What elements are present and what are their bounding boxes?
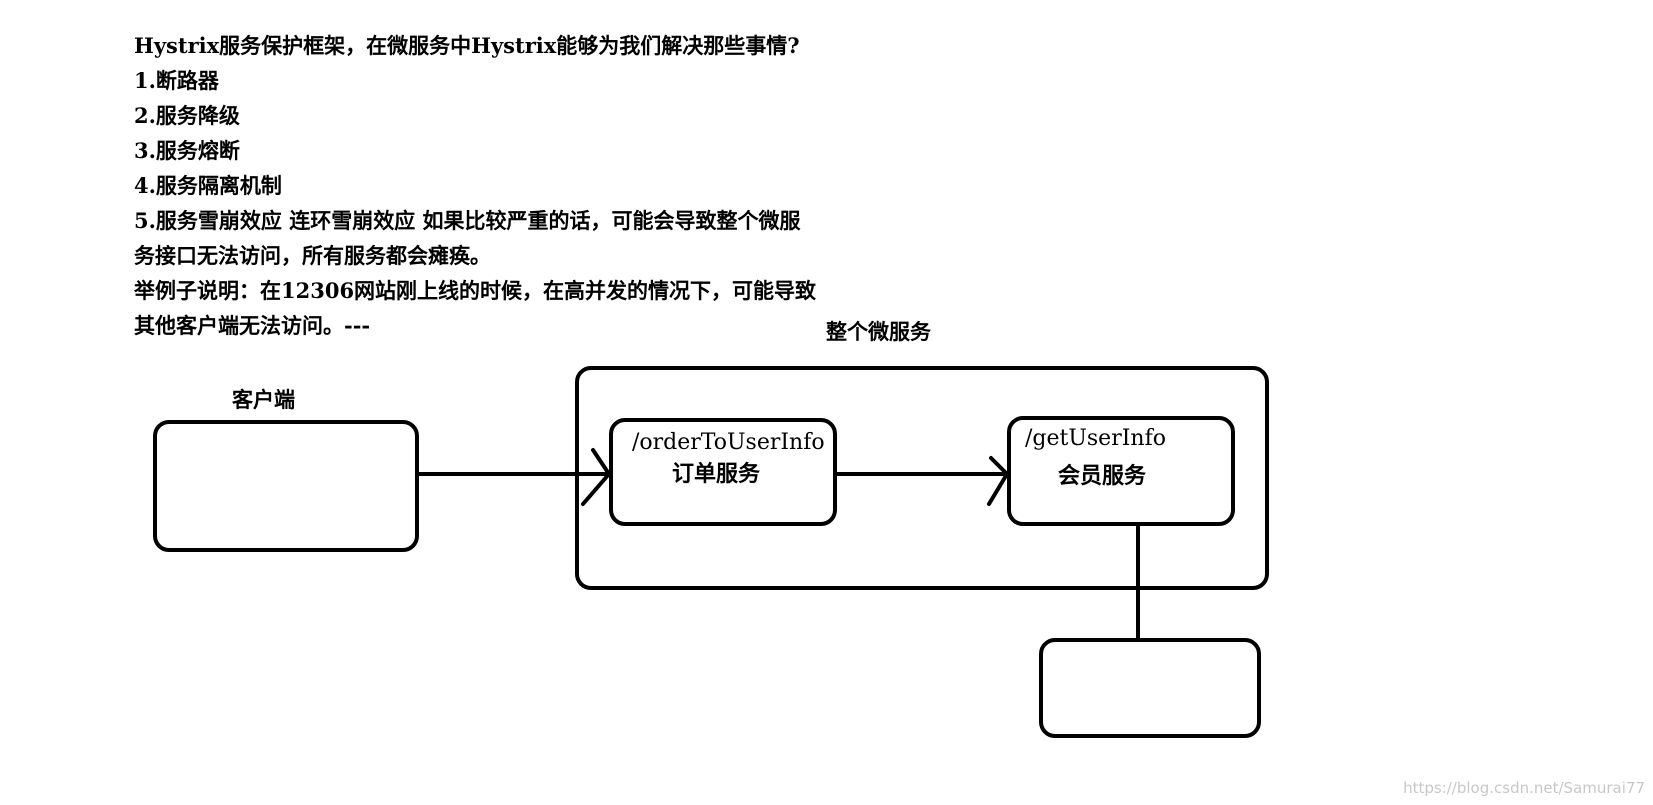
- client-box: [153, 420, 419, 552]
- member-service-name: 会员服务: [1058, 463, 1147, 489]
- notes-line: 2.服务降级: [134, 103, 240, 128]
- notes-line: 务接口无法访问，所有服务都会瘫痪。: [134, 243, 491, 268]
- order-service-path: /orderToUserInfo: [632, 430, 825, 455]
- notes-line: 举例子说明：在12306网站刚上线的时候，在高并发的情况下，可能导致: [134, 278, 817, 303]
- downstream-service-box: [1039, 638, 1261, 738]
- member-service-box: [1007, 416, 1235, 526]
- watermark: https://blog.csdn.net/Samurai77: [1403, 779, 1645, 797]
- notes-line: 其他客户端无法访问。---: [134, 313, 371, 338]
- order-to-member-arrowhead: [987, 456, 1009, 506]
- microservice-group-box: [575, 366, 1269, 590]
- order-service-box: [609, 418, 837, 526]
- notes-line: 3.服务熔断: [134, 138, 240, 163]
- microservice-group-label: 整个微服务: [826, 319, 931, 344]
- notes-line: Hystrix服务保护框架，在微服务中Hystrix能够为我们解决那些事情?: [134, 33, 800, 58]
- notes-line: 4.服务隔离机制: [134, 173, 282, 198]
- notes-line: 1.断路器: [134, 68, 219, 93]
- client-label: 客户端: [232, 387, 295, 412]
- member-service-path: /getUserInfo: [1025, 426, 1166, 451]
- client-to-order-arrowhead: [581, 448, 611, 506]
- order-service-name: 订单服务: [672, 461, 761, 487]
- notes-line: 5.服务雪崩效应 连环雪崩效应 如果比较严重的话，可能会导致整个微服: [134, 208, 801, 233]
- notes-text: Hystrix服务保护框架，在微服务中Hystrix能够为我们解决那些事情? 1…: [134, 28, 954, 343]
